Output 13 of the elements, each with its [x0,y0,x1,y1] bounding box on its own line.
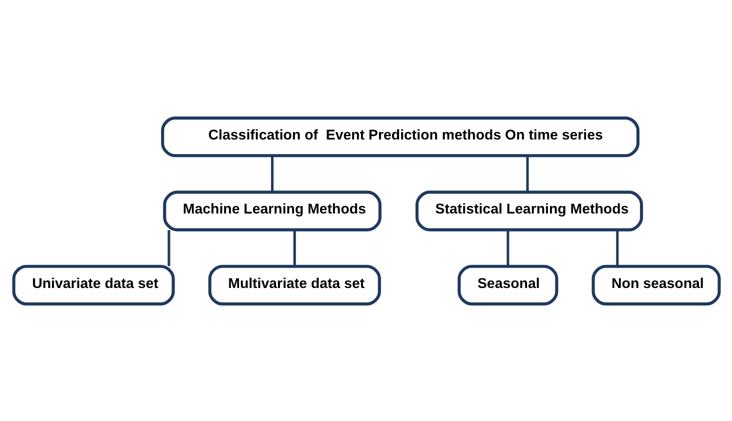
connector [270,155,274,192]
node-box: Univariate data set [12,264,174,305]
node-box: Statistical Learning Methods [415,190,643,231]
connector [506,230,509,266]
connector [292,230,296,266]
node-box: Machine Learning Methods [162,190,381,231]
node-box: Classification of Event Prediction methods On time series [160,116,639,157]
node-box: Seasonal [457,264,558,305]
node-box: Non seasonal [591,264,720,305]
connector [167,230,170,266]
connector [616,230,618,266]
node-box: Multivariate data set [208,264,380,305]
connector [526,155,528,192]
